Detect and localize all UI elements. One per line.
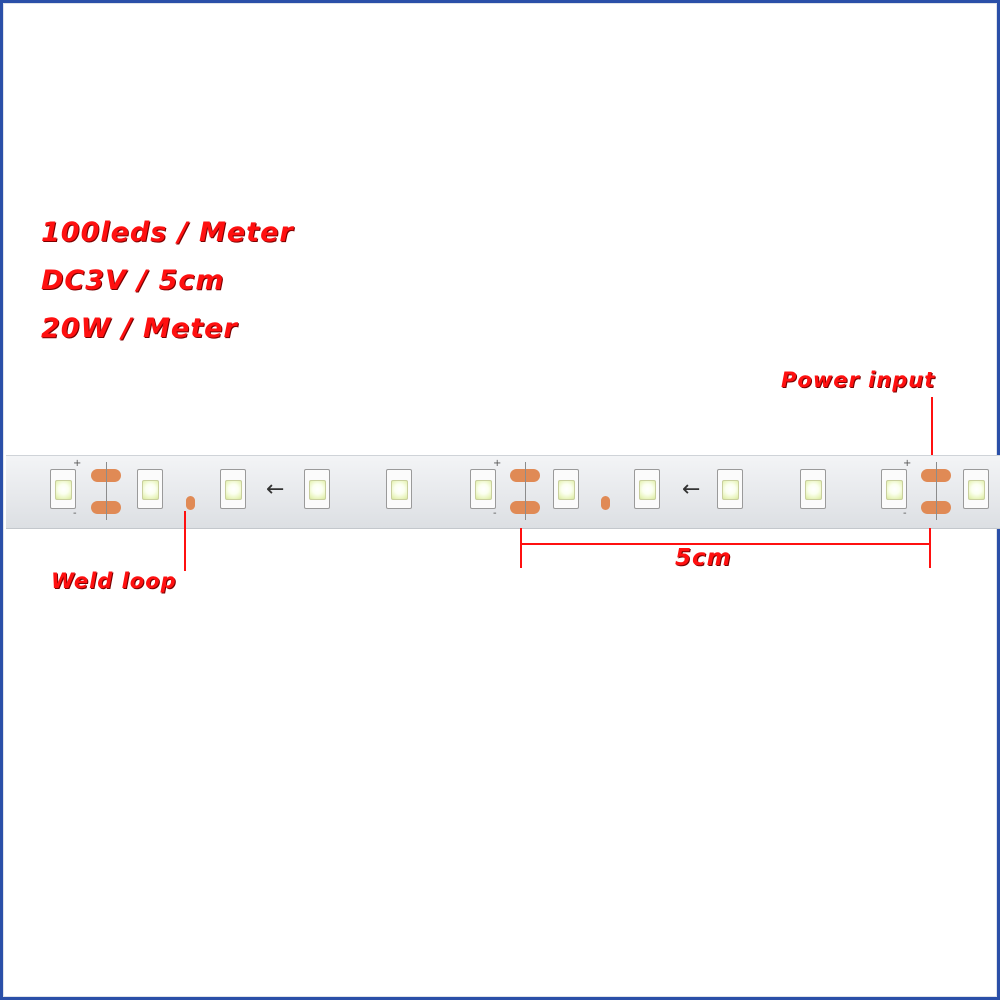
led-strip: + - ← + - ← + - <box>6 455 1000 529</box>
weld-loop-pointer <box>184 511 186 571</box>
power-input-pointer <box>931 397 933 461</box>
plus-mark: + <box>73 458 82 469</box>
dimension-line <box>520 543 931 545</box>
led <box>553 469 579 509</box>
minus-mark: - <box>493 508 497 519</box>
led <box>800 469 826 509</box>
led-chip <box>309 480 326 500</box>
segment-length-label: 5cm <box>675 545 732 571</box>
led-chip <box>391 480 408 500</box>
weld-loop-pad <box>186 496 195 510</box>
dimension-tick-right <box>929 528 931 568</box>
led <box>634 469 660 509</box>
dimension-tick-left <box>520 528 522 568</box>
led-chip <box>55 480 72 500</box>
led <box>137 469 163 509</box>
led-chip <box>886 480 903 500</box>
led-chip <box>805 480 822 500</box>
cut-line <box>525 462 526 520</box>
led-chip <box>475 480 492 500</box>
led <box>881 469 907 509</box>
spec-voltage: DC3V / 5cm <box>41 265 225 296</box>
spec-led-density: 100leds / Meter <box>41 217 294 248</box>
plus-mark: + <box>493 458 502 469</box>
led-chip <box>639 480 656 500</box>
product-image-frame: 100leds / Meter DC3V / 5cm 20W / Meter P… <box>3 3 1000 997</box>
plus-mark: + <box>903 458 912 469</box>
weld-loop-pad <box>601 496 610 510</box>
led <box>304 469 330 509</box>
led-chip <box>142 480 159 500</box>
cut-line <box>936 462 937 520</box>
led <box>717 469 743 509</box>
led <box>386 469 412 509</box>
led-chip <box>225 480 242 500</box>
led <box>470 469 496 509</box>
cut-line <box>106 462 107 520</box>
led-chip <box>968 480 985 500</box>
spec-power: 20W / Meter <box>41 313 238 344</box>
direction-arrow-icon: ← <box>266 477 285 502</box>
led-chip <box>722 480 739 500</box>
weld-loop-label: Weld loop <box>51 569 177 593</box>
minus-mark: - <box>73 508 77 519</box>
power-input-label: Power input <box>781 368 936 392</box>
led <box>220 469 246 509</box>
led-chip <box>558 480 575 500</box>
led <box>963 469 989 509</box>
direction-arrow-icon: ← <box>682 477 701 502</box>
minus-mark: - <box>903 508 907 519</box>
led <box>50 469 76 509</box>
